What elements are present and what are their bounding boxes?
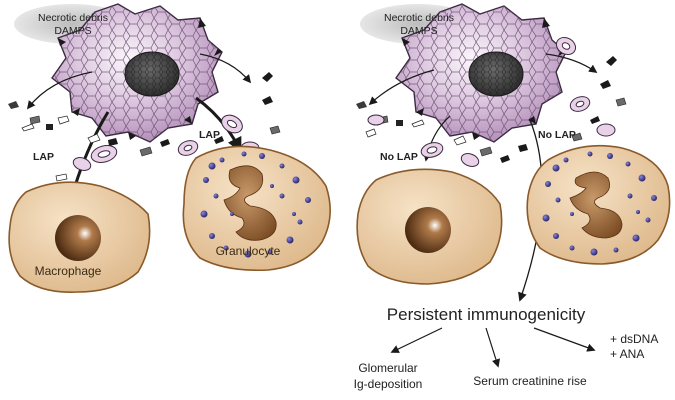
left-panel: Necrotic debris DAMPS LAP LAP <box>8 3 331 293</box>
macrophage-cell <box>8 181 151 293</box>
arrow-to-glomerular <box>390 327 443 353</box>
right-macrophage-cell <box>356 168 503 285</box>
granulocyte-granules <box>200 151 311 258</box>
left-cloud-line2: DAMPS <box>54 25 91 37</box>
right-cloud-line1: Necrotic debris <box>384 12 454 24</box>
right-no-lap-right: No LAP <box>538 129 576 141</box>
right-granulocyte-granules <box>542 151 657 256</box>
right-arrow-debris-right <box>545 53 598 73</box>
granulocyte-label: Granulocyte <box>216 244 281 258</box>
outcome-dsdna: + dsDNA <box>610 332 658 346</box>
right-granulocyte-cell <box>526 144 671 265</box>
granulocyte-nucleus <box>223 165 277 241</box>
macrophage-nucleus <box>55 215 101 261</box>
right-cloud-line2: DAMPS <box>400 25 437 37</box>
left-lap-label-granulocyte: LAP <box>199 129 220 141</box>
outcome-creatinine: Serum creatinine rise <box>473 374 587 388</box>
left-lap-label-macrophage: LAP <box>33 151 54 163</box>
right-arrow-debris-left <box>368 69 435 106</box>
right-panel: Necrotic debris DAMPS No LAP No LAP <box>354 3 671 391</box>
right-necrotic-nucleus <box>468 51 524 97</box>
right-debris-fragments <box>356 56 627 163</box>
persistent-immunogenicity-title: Persistent immunogenicity <box>387 305 586 324</box>
outcome-glomerular-line2: Ig-deposition <box>354 377 423 391</box>
left-arrow-debris-right <box>199 53 252 84</box>
left-cloud-line1: Necrotic debris <box>38 12 108 24</box>
granulocyte-cell <box>182 145 331 272</box>
outcome-glomerular-line1: Glomerular <box>358 361 417 375</box>
arrow-to-creatinine <box>485 327 500 368</box>
left-arrow-debris-left <box>26 71 93 110</box>
arrow-to-dsdna <box>533 327 596 352</box>
right-macrophage-nucleus <box>405 207 451 253</box>
macrophage-label: Macrophage <box>35 264 102 278</box>
right-pink-vesicles <box>367 36 616 167</box>
left-pink-vesicles <box>72 114 260 171</box>
right-no-lap-left: No LAP <box>380 151 418 163</box>
right-granulocyte-nucleus <box>569 171 623 239</box>
left-necrotic-nucleus <box>124 51 180 97</box>
outcome-ana: + ANA <box>610 347 644 361</box>
left-arrow-to-granulocyte <box>195 96 242 153</box>
